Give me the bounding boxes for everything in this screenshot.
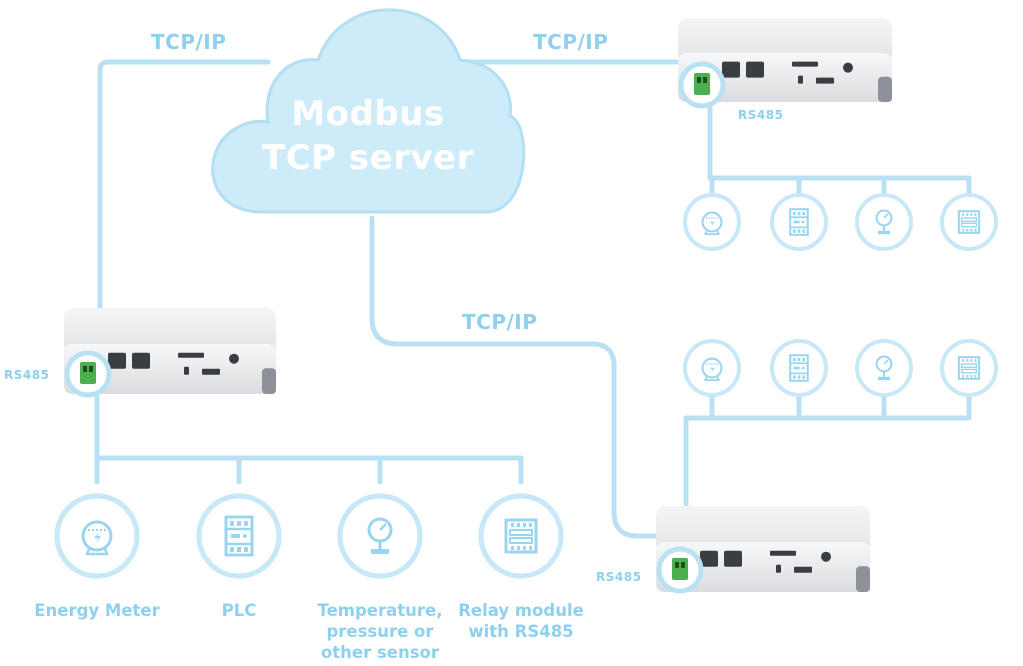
sensor-gauge-icon xyxy=(337,493,423,579)
rs485-bus-left xyxy=(94,387,524,485)
rs485-bus-bottom-right xyxy=(683,389,972,543)
ethernet-port-2 xyxy=(724,550,742,567)
ethernet-port-1 xyxy=(108,352,126,369)
ethernet-port-2 xyxy=(132,352,150,369)
caption-relay-line2: with RS485 xyxy=(468,622,574,641)
caption-plc: PLC xyxy=(189,600,289,621)
plc-icon-top xyxy=(770,193,828,251)
energy-meter-icon-top xyxy=(683,193,741,251)
connection-lines xyxy=(94,59,972,543)
energy-meter-icon xyxy=(54,493,140,579)
tcp-link-middle xyxy=(369,215,663,539)
tcp-label-left: TCP/IP xyxy=(151,30,227,54)
rs485-terminal xyxy=(694,73,710,95)
caption-plc-text: PLC xyxy=(221,601,257,620)
rs485-bus-top-right xyxy=(707,101,972,198)
cloud-title-line1: Modbus xyxy=(291,94,445,134)
relay-module-icon-bottom xyxy=(940,339,998,397)
ethernet-port-2 xyxy=(746,61,764,78)
rs485-terminal xyxy=(80,362,96,384)
tcp-label-middle: TCP/IP xyxy=(462,310,538,334)
ethernet-port-1 xyxy=(722,61,740,78)
caption-sensor-line2: pressure or xyxy=(326,622,434,641)
caption-energy-meter: Energy Meter xyxy=(22,600,172,621)
relay-module-icon xyxy=(478,493,564,579)
sensor-gauge-icon-top xyxy=(855,193,913,251)
sensor-gauge-icon-bottom xyxy=(855,339,913,397)
plc-icon xyxy=(196,493,282,579)
energy-meter-icon-bottom xyxy=(683,339,741,397)
rs485-terminal xyxy=(672,558,688,580)
rs485-label-top-right: RS485 xyxy=(738,108,784,122)
gateway-left xyxy=(64,308,276,398)
ethernet-port-1 xyxy=(700,550,718,567)
caption-relay: Relay module with RS485 xyxy=(446,600,596,642)
caption-sensor: Temperature, pressure or other sensor xyxy=(300,600,460,663)
modbus-cloud xyxy=(211,8,526,214)
rs485-label-bottom-right: RS485 xyxy=(596,570,642,584)
cloud-title-line2: TCP server xyxy=(262,138,474,178)
caption-sensor-line3: other sensor xyxy=(320,643,440,662)
tcp-label-right: TCP/IP xyxy=(533,30,609,54)
relay-module-icon-top xyxy=(940,193,998,251)
caption-energy-meter-text: Energy Meter xyxy=(34,601,160,620)
rs485-label-left: RS485 xyxy=(4,368,50,382)
caption-sensor-line1: Temperature, xyxy=(317,601,443,620)
gateway-bottom-right xyxy=(656,506,870,594)
caption-relay-line1: Relay module xyxy=(458,601,584,620)
gateway-top-right xyxy=(678,18,892,109)
plc-icon-bottom xyxy=(770,339,828,397)
tcp-link-left xyxy=(97,59,271,321)
